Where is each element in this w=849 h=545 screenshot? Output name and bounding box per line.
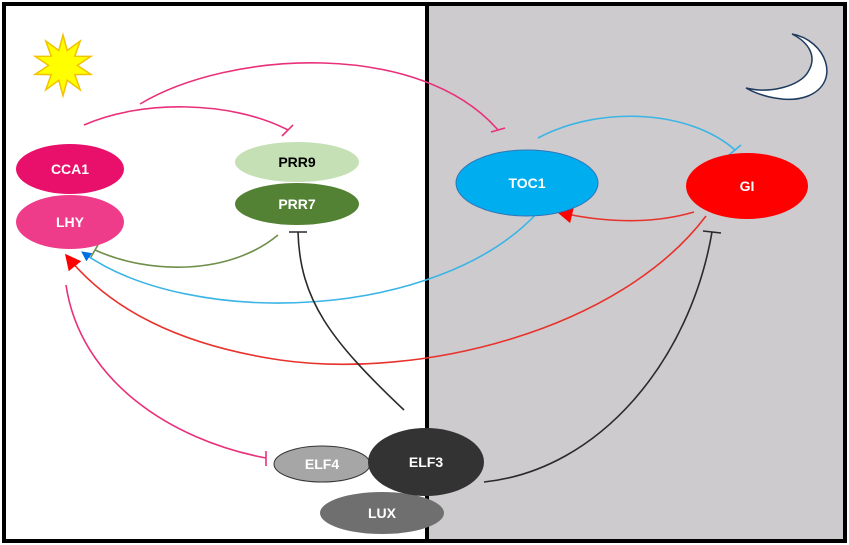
node-elf4[interactable]: ELF4 xyxy=(273,445,371,483)
node-toc1[interactable]: TOC1 xyxy=(455,149,599,217)
edge-cca1-toc1-bar xyxy=(490,127,506,133)
edge-elf3-gi xyxy=(483,231,713,483)
edge-cca1-prr9 xyxy=(83,106,289,131)
moon-icon xyxy=(745,33,828,101)
node-lhy[interactable]: LHY xyxy=(16,195,124,249)
edge-toc1-gi-bar xyxy=(728,144,742,156)
edge-prr7-lhy-bar xyxy=(90,242,100,258)
node-label-gi: GI xyxy=(740,178,755,194)
edge-gi-lhy xyxy=(64,215,707,366)
node-label-elf3: ELF3 xyxy=(409,454,443,470)
night-panel xyxy=(427,4,845,541)
node-elf3[interactable]: ELF3 xyxy=(368,428,484,496)
node-label-prr9: PRR9 xyxy=(278,154,316,170)
node-prr9[interactable]: PRR9 xyxy=(235,142,359,182)
edge-cca1-prr9-bar xyxy=(281,124,294,137)
node-prr7[interactable]: PRR7 xyxy=(235,183,359,225)
node-label-prr7: PRR7 xyxy=(278,196,316,212)
edge-toc1-gi xyxy=(537,115,736,151)
node-label-cca1: CCA1 xyxy=(51,161,89,177)
edges xyxy=(64,62,742,483)
edge-elf3-gi-bar xyxy=(702,230,722,234)
node-label-toc1: TOC1 xyxy=(508,175,545,191)
sun-icon xyxy=(32,32,94,99)
node-lux[interactable]: LUX xyxy=(320,492,444,534)
node-gi[interactable]: GI xyxy=(686,153,808,219)
node-label-lux: LUX xyxy=(368,505,397,521)
edge-gi-toc1 xyxy=(556,207,695,224)
edge-lhy-elf4 xyxy=(65,284,267,459)
edge-prr7-lhy xyxy=(94,234,279,268)
node-cca1[interactable]: CCA1 xyxy=(16,144,124,194)
edge-cca1-toc1 xyxy=(139,62,499,131)
node-label-lhy: LHY xyxy=(56,214,85,230)
edge-elf3-prr7 xyxy=(297,231,405,411)
node-label-elf4: ELF4 xyxy=(305,456,339,472)
